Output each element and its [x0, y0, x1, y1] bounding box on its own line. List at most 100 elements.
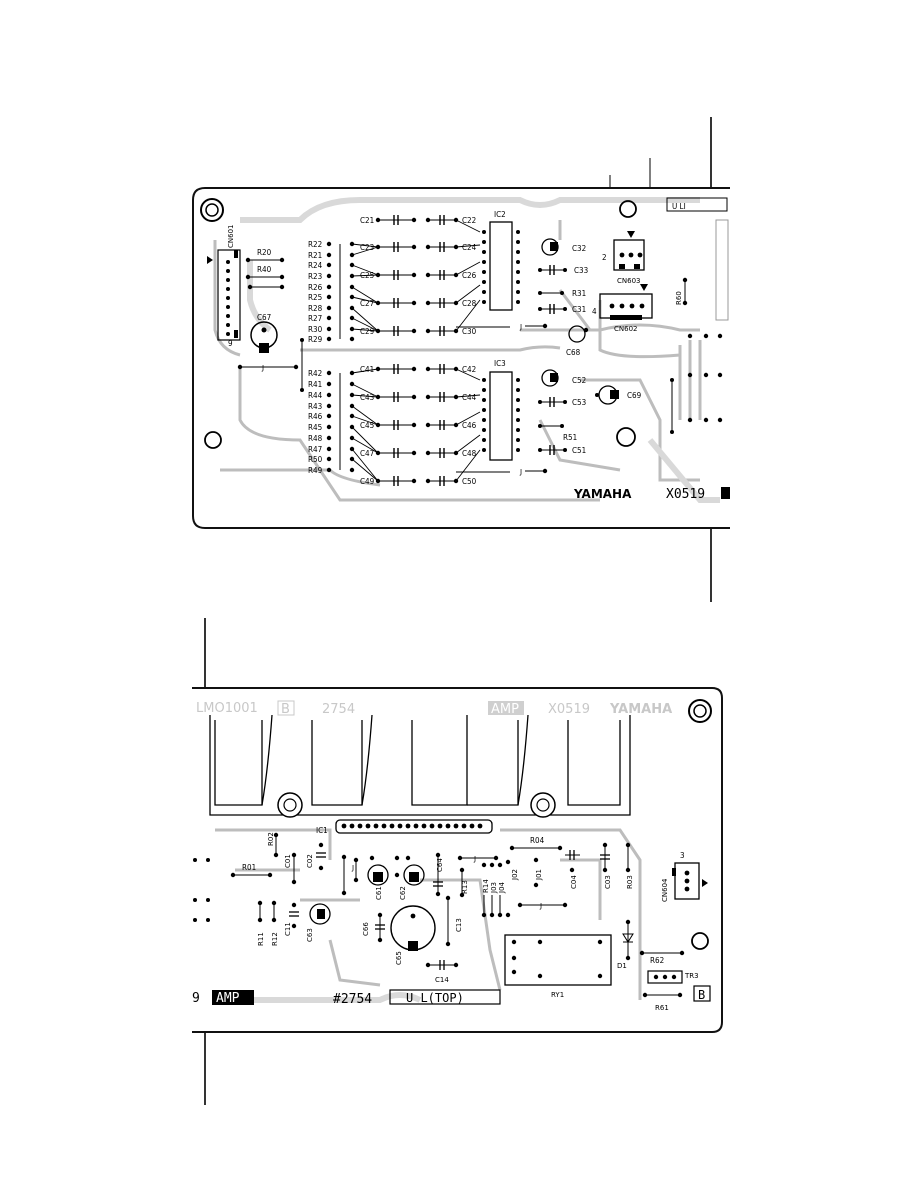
cn601-connector: CN601 9	[207, 225, 241, 348]
mounting-hole	[691, 932, 709, 950]
c03-label: C03	[604, 875, 612, 889]
resistor-label: R23	[308, 272, 322, 281]
bottom-board: LMO1001 B 2754 AMP X0519 YAMAHA	[192, 687, 723, 1033]
ic3-chip: IC3	[482, 359, 520, 461]
mounting-hole	[616, 427, 636, 447]
c14-label: C14	[435, 976, 449, 984]
capacitor-label: C24	[462, 243, 477, 252]
ic3-support-parts: C52 C53 C69 R51 C51	[538, 369, 642, 455]
j04-label: J04	[498, 881, 506, 894]
brand-label: YAMAHA	[573, 487, 632, 501]
ic1-chip: IC1	[316, 819, 493, 835]
power-capacitors: C65 C66 C14 C13	[362, 895, 463, 984]
bottom-board-outline	[192, 687, 723, 1033]
d1-label: D1	[617, 962, 627, 970]
resistor-label: R41	[308, 380, 322, 389]
relay-ry1: RY1	[504, 934, 612, 999]
mounting-hole	[200, 198, 224, 222]
resistor-label: R22	[308, 240, 322, 249]
capacitor-label: C30	[462, 327, 477, 336]
resistor-label: R48	[308, 434, 323, 443]
ic1-label: IC1	[316, 826, 328, 835]
u-label-box	[389, 989, 501, 1005]
b-box-label: B	[698, 988, 705, 1002]
capacitor-label: C48	[462, 449, 477, 458]
c52-label: C52	[572, 376, 586, 385]
top-traces	[213, 197, 720, 503]
bottom-traces	[215, 828, 642, 1003]
r20-r40-c67-area: R20 R40 C67 J	[237, 248, 304, 392]
resistor-label: R43	[308, 402, 322, 411]
c02-label: C02	[306, 854, 314, 868]
jumper-label: J	[261, 364, 264, 372]
capacitor-label: C42	[462, 365, 476, 374]
r61-label: R61	[655, 1004, 669, 1012]
r12-label: R12	[271, 932, 279, 946]
heatsink	[209, 714, 631, 816]
capacitor-label: C49	[360, 477, 375, 486]
ic2-support-parts: C32 C33 R31 C31 C68	[538, 238, 589, 357]
board-code: X0519	[666, 487, 705, 502]
c61-label: C61	[375, 886, 383, 900]
c65-label: C65	[395, 951, 403, 965]
c67-label: C67	[257, 313, 271, 322]
capacitor-label: C41	[360, 365, 374, 374]
jumper-label: J	[351, 864, 354, 872]
resistor-label: R46	[308, 412, 323, 421]
ghost-brand: YAMAHA	[609, 702, 672, 717]
capacitor-label: C43	[360, 393, 374, 402]
c13-label: C13	[455, 918, 463, 932]
r60-label: R60	[675, 291, 683, 305]
lower-resistor-array: R42 R41 R44 R43 R46 R45 R48 R47 R50 R49	[308, 369, 355, 475]
j03-label: J03	[490, 882, 498, 894]
r51-label: R51	[563, 433, 577, 442]
edge-text: U LI	[672, 202, 686, 211]
jumper-label: J	[539, 902, 542, 910]
resistor-label: R21	[308, 251, 322, 260]
c51-label: C51	[572, 446, 586, 455]
cn603-label: CN603	[617, 277, 641, 285]
resistor-label: R30	[308, 325, 323, 334]
jumper-label: J	[519, 323, 522, 331]
edge-left-label: 9	[192, 991, 200, 1006]
capacitor-label: C50	[462, 477, 477, 486]
cn602-label: CN602	[614, 325, 638, 333]
part-number: #2754	[333, 992, 372, 1007]
cn601-label: CN601	[227, 225, 235, 249]
cn601-pin-label: 9	[228, 339, 233, 348]
ic2-label: IC2	[494, 210, 506, 219]
resistor-label: R24	[308, 261, 323, 270]
coupling-capacitors: C61 C62 C64	[367, 852, 444, 900]
resistor-label: R44	[308, 391, 323, 400]
r11-label: R11	[257, 932, 265, 946]
left-edge-pads	[193, 858, 210, 922]
r14-label: R14	[482, 879, 490, 893]
c68-label: C68	[566, 348, 581, 357]
capacitor-label: C21	[360, 216, 374, 225]
capacitor-label: C47	[360, 449, 374, 458]
amp-badge	[212, 990, 254, 1005]
cn602-connector: 4 CN602	[592, 284, 653, 333]
resistor-label: R25	[308, 293, 322, 302]
capacitor-label: C46	[462, 421, 477, 430]
r03-label: R03	[626, 875, 634, 889]
capacitor-label: C44	[462, 393, 477, 402]
top-board: CN601 9 R20 R40 C67 J R22 R21	[192, 187, 730, 529]
c69-label: C69	[627, 391, 642, 400]
r04-label: R04	[530, 836, 545, 845]
resistor-label: R26	[308, 283, 323, 292]
ghost-box: B	[281, 702, 290, 717]
capacitor-label: C29	[360, 327, 375, 336]
ghost-x0519: X0519	[548, 702, 590, 717]
capacitor-label: C27	[360, 299, 374, 308]
resistor-label: R45	[308, 423, 322, 432]
ghost-amp: AMP	[491, 702, 519, 717]
capacitor-label: C23	[360, 243, 374, 252]
j02-label: J02	[511, 869, 519, 881]
r62-label: R62	[650, 956, 664, 965]
ghost-code-left: LMO1001	[196, 701, 258, 716]
protection-transistor-parts: D1 R62 TR3 R61 B	[617, 919, 711, 1012]
cn603-pin-label: 2	[602, 253, 607, 262]
cn604-pin-label: 3	[680, 851, 685, 860]
relay-drive-parts: R04 J R13 R14 J03 J04 J02 J01 J	[457, 836, 634, 918]
